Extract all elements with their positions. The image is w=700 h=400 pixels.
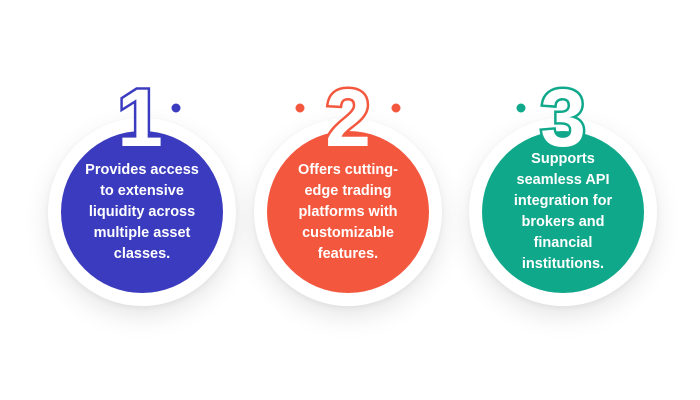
step-3-ring: Supports seamless API integration for br… xyxy=(469,118,657,306)
connector-1-start-dot xyxy=(171,103,181,113)
step-1-ring: Provides access to extensive liquidity a… xyxy=(48,118,236,306)
step-3-number: 3 xyxy=(538,73,589,164)
step-1-text: Provides access to extensive liquidity a… xyxy=(85,161,199,262)
step-2-ring: Offers cutting-edge trading platforms wi… xyxy=(254,118,442,306)
step-1-number: 1 xyxy=(115,73,166,164)
step-1-circle: Provides access to extensive liquidity a… xyxy=(61,131,223,293)
step-2-circle: Offers cutting-edge trading platforms wi… xyxy=(267,131,429,293)
connector-2-end-dot xyxy=(516,103,526,113)
step-3-text: Supports seamless API integration for br… xyxy=(513,151,613,272)
connector-2-start-dot xyxy=(391,103,401,113)
step-2-number: 2 xyxy=(323,73,374,164)
step-2-text: Offers cutting-edge trading platforms wi… xyxy=(298,161,398,262)
connector-1-end-dot xyxy=(295,103,305,113)
step-3-circle: Supports seamless API integration for br… xyxy=(482,131,644,293)
